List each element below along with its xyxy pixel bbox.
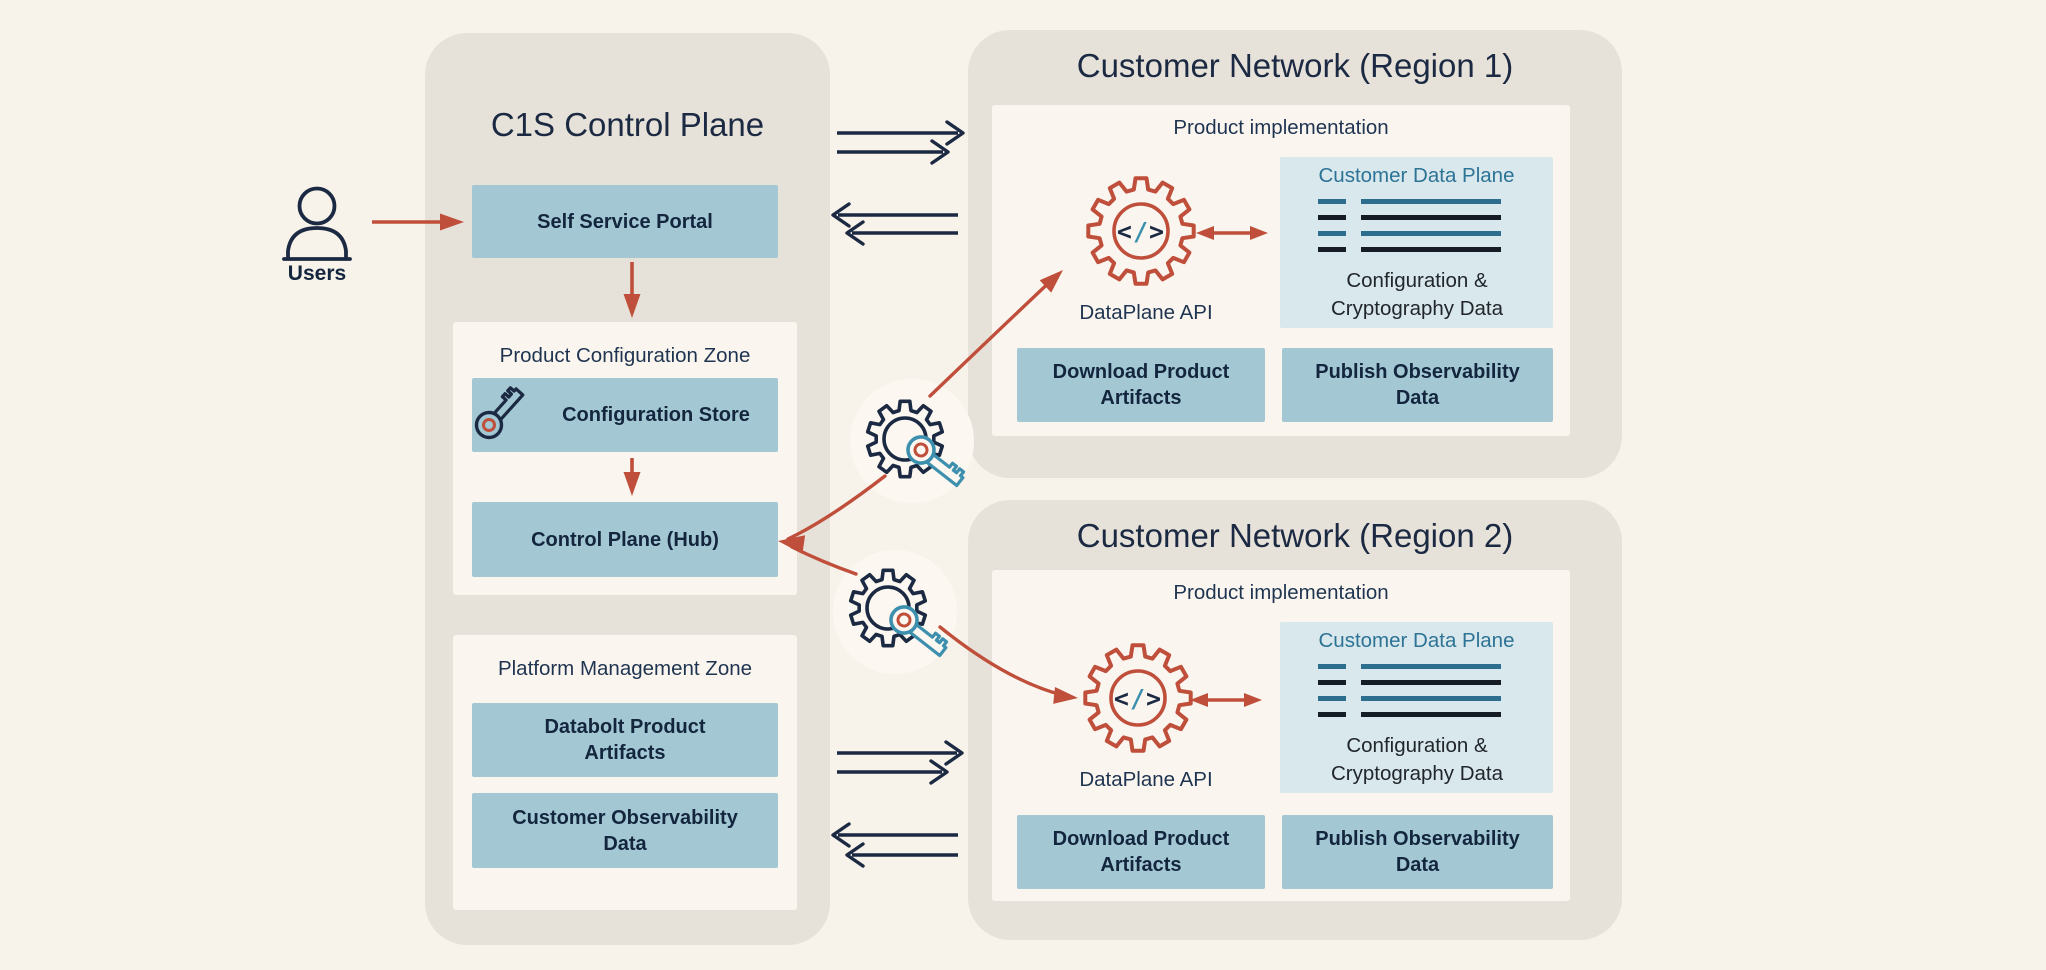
gear-key-icon-2-key	[889, 605, 949, 658]
gear-key-icon-2-gear-hub	[865, 585, 911, 631]
users-person-icon	[297, 186, 337, 226]
region1-download-product-artifacts-box: Download Product Artifacts	[1017, 348, 1265, 422]
region1-data-plane-list-icon	[1318, 199, 1501, 263]
halo-circle-2	[833, 550, 957, 674]
gear-key-icon-1-gear	[865, 399, 945, 479]
product-configuration-zone-title: Product Configuration Zone	[499, 344, 751, 367]
flow-arrow-left-top-1-head	[831, 202, 851, 228]
region2-title: Customer Network (Region 2)	[1076, 517, 1514, 554]
flow-arrow-right-top-2-head	[930, 139, 950, 165]
region1-publish-observability-data-box: Publish Observability Data	[1282, 348, 1553, 422]
flow-arrow-right-bottom-2-head	[929, 759, 949, 785]
region1-customer-data-plane-box	[1280, 157, 1553, 328]
region2-download-product-artifacts-box: Download Product Artifacts	[1017, 815, 1265, 889]
halo-circle-1	[850, 379, 974, 503]
region2-data-plane-list-icon	[1318, 664, 1501, 728]
gear-key-icon-2-gear	[848, 568, 928, 648]
self-service-portal-box: Self Service Portal	[472, 185, 778, 258]
region2-customer-data-plane-title: Customer Data Plane	[1318, 629, 1515, 652]
region1-config-crypto-caption: Configuration & Cryptography Data	[1330, 269, 1504, 320]
databolt-product-artifacts-box: Databolt Product Artifacts	[472, 703, 778, 777]
flow-arrow-left-bottom-2-head	[845, 842, 865, 868]
region1-title: Customer Network (Region 1)	[1076, 47, 1514, 84]
region2-publish-observability-data-box: Publish Observability Data	[1282, 815, 1553, 889]
customer-observability-data-box: Customer Observability Data	[472, 793, 778, 868]
users-label: Users	[287, 262, 347, 285]
flow-arrow-left-bottom-1-head	[831, 822, 851, 848]
region1-dataplane-api-label: DataPlane API	[1079, 301, 1213, 324]
region2-product-implementation-title: Product implementation	[1173, 581, 1389, 604]
region2-config-crypto-caption: Configuration & Cryptography Data	[1330, 734, 1504, 785]
configuration-store-box: Configuration Store	[472, 378, 778, 452]
region2-customer-data-plane-box	[1280, 622, 1553, 793]
region1-customer-data-plane-title: Customer Data Plane	[1318, 164, 1515, 187]
region2-dataplane-api-label: DataPlane API	[1079, 768, 1213, 791]
gear-key-icon-1-gear-hub	[882, 416, 928, 462]
flow-arrow-right-top-1-head	[945, 120, 965, 146]
flow-arrow-right-bottom-1-head	[944, 740, 964, 766]
platform-management-zone-title: Platform Management Zone	[497, 657, 753, 680]
flow-arrow-left-top-2-head	[845, 220, 865, 246]
c1s-control-plane-title: C1S Control Plane	[490, 106, 765, 143]
region1-product-implementation-title: Product implementation	[1173, 116, 1389, 139]
users-person-body	[282, 226, 352, 261]
gear-key-icon-1-key	[906, 435, 966, 488]
control-plane-hub-box: Control Plane (Hub)	[472, 502, 778, 577]
